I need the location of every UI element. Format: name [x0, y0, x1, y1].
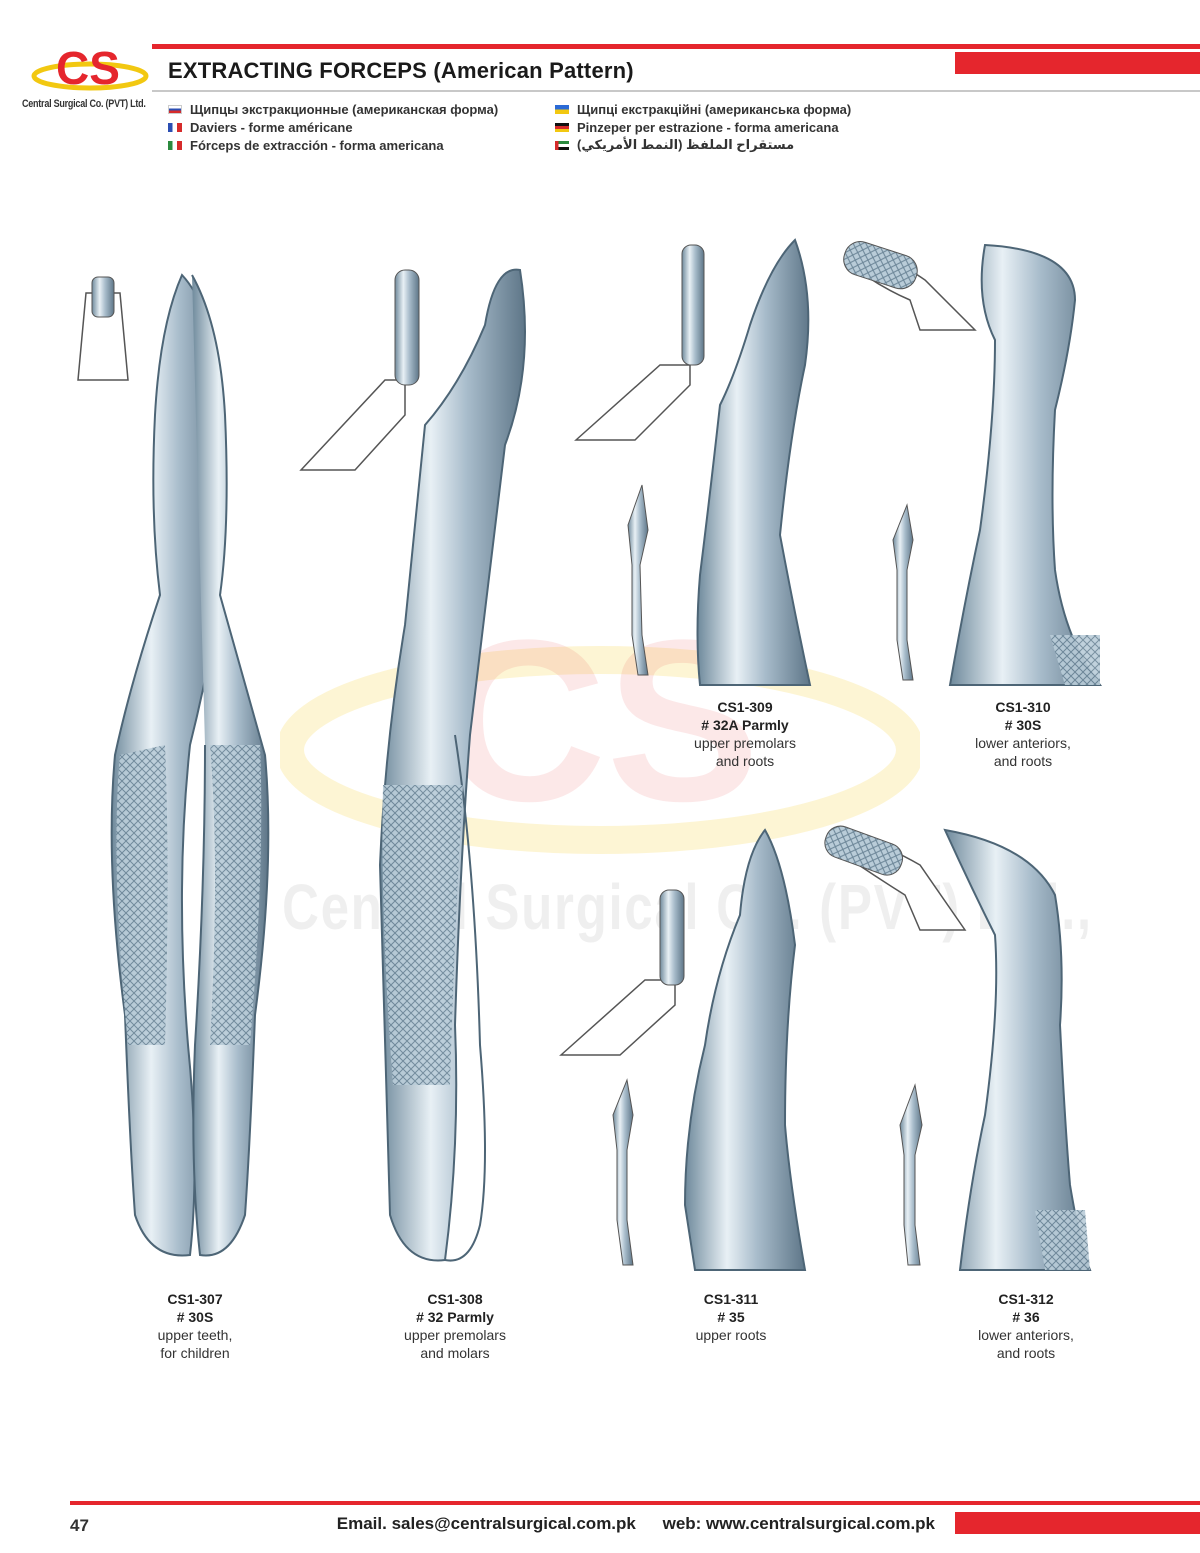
product-caption-cs1-310: CS1-310 # 30S lower anteriors, and roots — [943, 698, 1103, 770]
forceps-cs1-310-illustration — [843, 241, 1103, 686]
product-number: # 32 Parmly — [416, 1309, 494, 1325]
product-caption-cs1-307: CS1-307 # 30S upper teeth, for children — [115, 1290, 275, 1362]
translations-right: Щипці екстракційні (американська форма) … — [555, 100, 851, 154]
forceps-cs1-311-illustration — [559, 828, 807, 1271]
forceps-thumbnail-icon — [892, 503, 914, 681]
footer-rule — [70, 1501, 1200, 1505]
page-title: EXTRACTING FORCEPS (American Pattern) — [168, 58, 634, 83]
product-caption-cs1-309: CS1-309 # 32A Parmly upper premolars and… — [665, 698, 825, 770]
product-code: CS1-312 — [998, 1291, 1054, 1307]
product-number: # 30S — [1004, 717, 1042, 733]
product-number: # 32A Parmly — [701, 717, 789, 733]
translation-text: Щипцы экстракционные (американская форма… — [190, 101, 499, 117]
ukraine-flag-icon — [555, 104, 569, 114]
translation-spanish: Fórceps de extracción - forma americana — [168, 136, 498, 154]
watermark-logo: CS — [280, 600, 920, 854]
product-description: upper teeth, for children — [157, 1327, 233, 1361]
product-caption-cs1-312: CS1-312 # 36 lower anteriors, and roots — [946, 1290, 1106, 1362]
forceps-cs1-308-illustration — [299, 268, 526, 1262]
company-tagline: Central Surgical Co. (PVT) Ltd. — [22, 98, 146, 110]
translation-arabic: ﻣﺴﺘﻘﺮاح اﻟﻤﻠﻔﻆ (اﻟﻨﻤﻂ اﻷﻣﺮﻳﻜﻲ) — [555, 136, 851, 154]
translation-text: Щипці екстракційні (американська форма) — [577, 101, 852, 117]
page-number: 47 — [70, 1516, 89, 1535]
forceps-thumbnail-icon — [627, 484, 649, 676]
product-description: upper premolars and roots — [694, 735, 796, 769]
product-number: # 30S — [176, 1309, 214, 1325]
russia-flag-icon — [168, 104, 182, 114]
translation-text: Daviers - forme américane — [190, 119, 353, 135]
product-code: CS1-310 — [995, 699, 1051, 715]
translation-ukrainian: Щипці екстракційні (американська форма) — [555, 100, 851, 118]
translation-text: Pinzeper per estrazione - forma american… — [577, 119, 839, 135]
header-rule — [152, 44, 1200, 49]
product-description: lower anteriors, and roots — [975, 735, 1071, 769]
translation-italian: Pinzeper per estrazione - forma american… — [555, 118, 851, 136]
website-link[interactable]: web: www.centralsurgical.com.pk — [662, 1514, 935, 1533]
beak-profile-icon — [559, 979, 676, 1056]
italy-flag-icon — [168, 140, 182, 150]
cs-logo-icon: CS — [31, 42, 149, 94]
product-number: # 35 — [717, 1309, 745, 1325]
product-caption-cs1-311: CS1-311 # 35 upper roots — [651, 1290, 811, 1344]
forceps-cs1-312-illustration — [824, 825, 1092, 1271]
product-code: CS1-307 — [167, 1291, 223, 1307]
translations-left: Щипцы экстракционные (американская форма… — [168, 100, 498, 154]
beak-profile-icon — [299, 379, 406, 471]
product-description: upper premolars and molars — [404, 1327, 506, 1361]
logo-letters: CS — [56, 42, 120, 94]
translation-russian: Щипцы экстракционные (американская форма… — [168, 100, 498, 118]
translation-french: Daviers - forme américane — [168, 118, 498, 136]
header-divider — [152, 90, 1200, 92]
contact-info: Email. sales@centralsurgical.com.pk web:… — [337, 1514, 935, 1534]
forceps-cs1-307-illustration — [77, 273, 270, 1257]
translation-text: Fórceps de extracción - forma americana — [190, 137, 444, 153]
footer-accent-bar — [955, 1512, 1200, 1534]
product-code: CS1-309 — [717, 699, 773, 715]
beak-profile-icon — [77, 292, 129, 381]
company-logo: CS Central Surgical Co. (PVT) Ltd. — [22, 40, 152, 120]
email-link[interactable]: Email. sales@centralsurgical.com.pk — [336, 1514, 636, 1533]
product-description: lower anteriors, and roots — [978, 1327, 1074, 1361]
forceps-thumbnail-icon — [899, 1083, 923, 1266]
forceps-thumbnail-icon — [612, 1078, 634, 1266]
beak-profile-icon — [574, 364, 691, 441]
germany-flag-icon — [555, 122, 569, 132]
product-code: CS1-311 — [703, 1291, 759, 1307]
product-code: CS1-308 — [427, 1291, 483, 1307]
product-description: upper roots — [695, 1327, 767, 1343]
forceps-cs1-309-illustration — [574, 238, 812, 686]
uae-flag-icon — [555, 140, 569, 150]
translation-text: ﻣﺴﺘﻘﺮاح اﻟﻤﻠﻔﻆ (اﻟﻨﻤﻂ اﻷﻣﺮﻳﻜﻲ) — [577, 137, 795, 152]
product-number: # 36 — [1012, 1309, 1040, 1325]
product-caption-cs1-308: CS1-308 # 32 Parmly upper premolars and … — [375, 1290, 535, 1362]
france-flag-icon — [168, 122, 182, 132]
header-accent-bar — [955, 52, 1200, 74]
